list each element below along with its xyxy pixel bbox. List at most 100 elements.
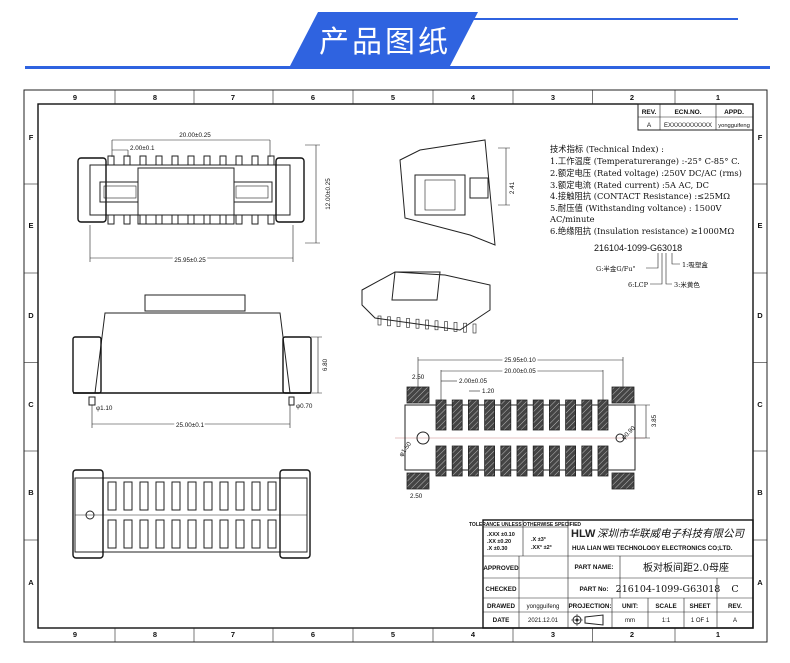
appd-value: yongguifeng <box>718 123 750 129</box>
pin <box>139 155 147 166</box>
column-label: 3 <box>551 93 555 102</box>
revision-table: REV. ECN.NO. APPD. A EXXXXXXXXXXX yonggu… <box>637 103 754 131</box>
pad <box>597 399 609 431</box>
row-label: B <box>757 488 763 497</box>
column-label: 2 <box>630 630 634 639</box>
dim-label: φ1.10 <box>96 405 113 412</box>
contact <box>123 519 133 549</box>
row-label: A <box>28 578 34 587</box>
pin <box>425 319 429 330</box>
unit-value: mm <box>625 618 635 624</box>
row-label: E <box>757 221 762 230</box>
banner: 产品图纸 <box>25 12 770 69</box>
tolerance-title: TOLERANCE UNLESS OTHERWISE SPECIFIED <box>469 522 581 528</box>
pad <box>516 445 528 477</box>
angle-line: .X ±3° <box>531 537 546 543</box>
spec-line: 2.额定电压 (Rated voltage) :250V DC/AC (rms) <box>550 168 742 178</box>
pin <box>155 214 163 225</box>
code-note: 3:米黄色 <box>674 280 700 289</box>
pin <box>139 214 147 225</box>
specs-title: 技术指标 (Technical Index) : <box>550 144 664 154</box>
code-note: G:半金G/Fu" <box>596 264 635 273</box>
appd-header: APPD. <box>724 109 744 116</box>
pin <box>251 155 259 166</box>
tolerance-line: .XXX ±0.10 <box>487 532 515 538</box>
pin <box>235 214 243 225</box>
pcb-footprint: 25.95±0.10 20.00±0.05 2.00±0.05 1.20 2.5… <box>395 355 658 500</box>
contact <box>171 481 181 511</box>
column-label: 8 <box>153 630 157 639</box>
tolerance-line: .X ±0.30 <box>487 546 507 552</box>
pin <box>171 155 179 166</box>
pad <box>549 399 560 431</box>
pad <box>451 399 463 431</box>
row-label: D <box>28 311 34 320</box>
angle-line: .XX° ±2° <box>531 545 552 551</box>
pad <box>500 445 512 477</box>
pin <box>155 155 163 166</box>
part-code: 216104-1099-G63018 <box>594 243 682 253</box>
sheet-value: 1 OF 1 <box>691 618 710 624</box>
drawed-value: yongguifeng <box>527 604 560 610</box>
column-label: 2 <box>630 93 634 102</box>
pad <box>532 399 544 431</box>
approved-label: APPROVED <box>483 565 519 572</box>
pin <box>472 323 477 334</box>
contact <box>107 519 117 549</box>
dim-label: 2.50 <box>412 374 425 381</box>
pin <box>235 155 243 166</box>
contact <box>155 481 165 511</box>
pad <box>581 445 593 477</box>
sheet-label: SHEET <box>690 603 711 610</box>
pin <box>123 214 131 225</box>
part-no-value: 216104-1099-G63018 <box>616 584 721 595</box>
dim-label: 2.41 <box>509 181 516 194</box>
contact <box>203 519 213 549</box>
title-block: TOLERANCE UNLESS OTHERWISE SPECIFIED .XX… <box>469 519 754 629</box>
contact <box>219 519 229 549</box>
pin <box>219 155 227 166</box>
contact <box>219 481 229 511</box>
contact <box>171 519 181 549</box>
column-label: 7 <box>231 93 235 102</box>
scale-value: 1:1 <box>662 618 671 624</box>
column-label: 1 <box>716 630 720 639</box>
banner-title: 产品图纸 <box>319 26 451 59</box>
spec-line: 6.绝缘阻抗 (Insulation resistance) ≥1000MΩ <box>550 226 734 236</box>
column-label: 8 <box>153 93 157 102</box>
row-label: A <box>757 578 763 587</box>
contact <box>107 481 117 511</box>
pad <box>516 399 528 431</box>
end-view: 2.41 <box>399 139 516 246</box>
contact <box>267 519 277 549</box>
row-label: E <box>28 221 33 230</box>
column-label: 6 <box>311 93 315 102</box>
contact <box>251 481 261 511</box>
code-note: 6:LCP <box>628 281 649 289</box>
pad <box>597 445 609 477</box>
spec-line: 3.额定电流 (Rated current) :5A AC, DC <box>550 180 709 190</box>
column-label: 7 <box>231 630 235 639</box>
contact <box>123 481 133 511</box>
pad <box>484 445 496 477</box>
dim-label: 25.95±0.10 <box>504 357 536 364</box>
pin <box>219 214 227 225</box>
drawed-label: DRAWED <box>487 603 515 610</box>
pin <box>463 322 467 333</box>
pad <box>565 399 576 431</box>
top-view: 20.00±0.25 2.00±0.1 12.00±0.25 25.95±0.2… <box>77 132 332 266</box>
pin <box>406 318 410 328</box>
dim-label: 12.00±0.25 <box>325 178 332 210</box>
rev-header: REV. <box>642 109 657 116</box>
pin <box>434 320 439 331</box>
pad <box>549 445 560 477</box>
pin <box>187 155 195 166</box>
projection-symbol-icon <box>571 614 604 626</box>
spec-line: 1.工作温度 (Temperaturerange) :-25° C-85° C. <box>550 156 740 166</box>
ecn-value: EXXXXXXXXXXX <box>664 123 712 129</box>
part-no-rev: C <box>731 584 738 595</box>
